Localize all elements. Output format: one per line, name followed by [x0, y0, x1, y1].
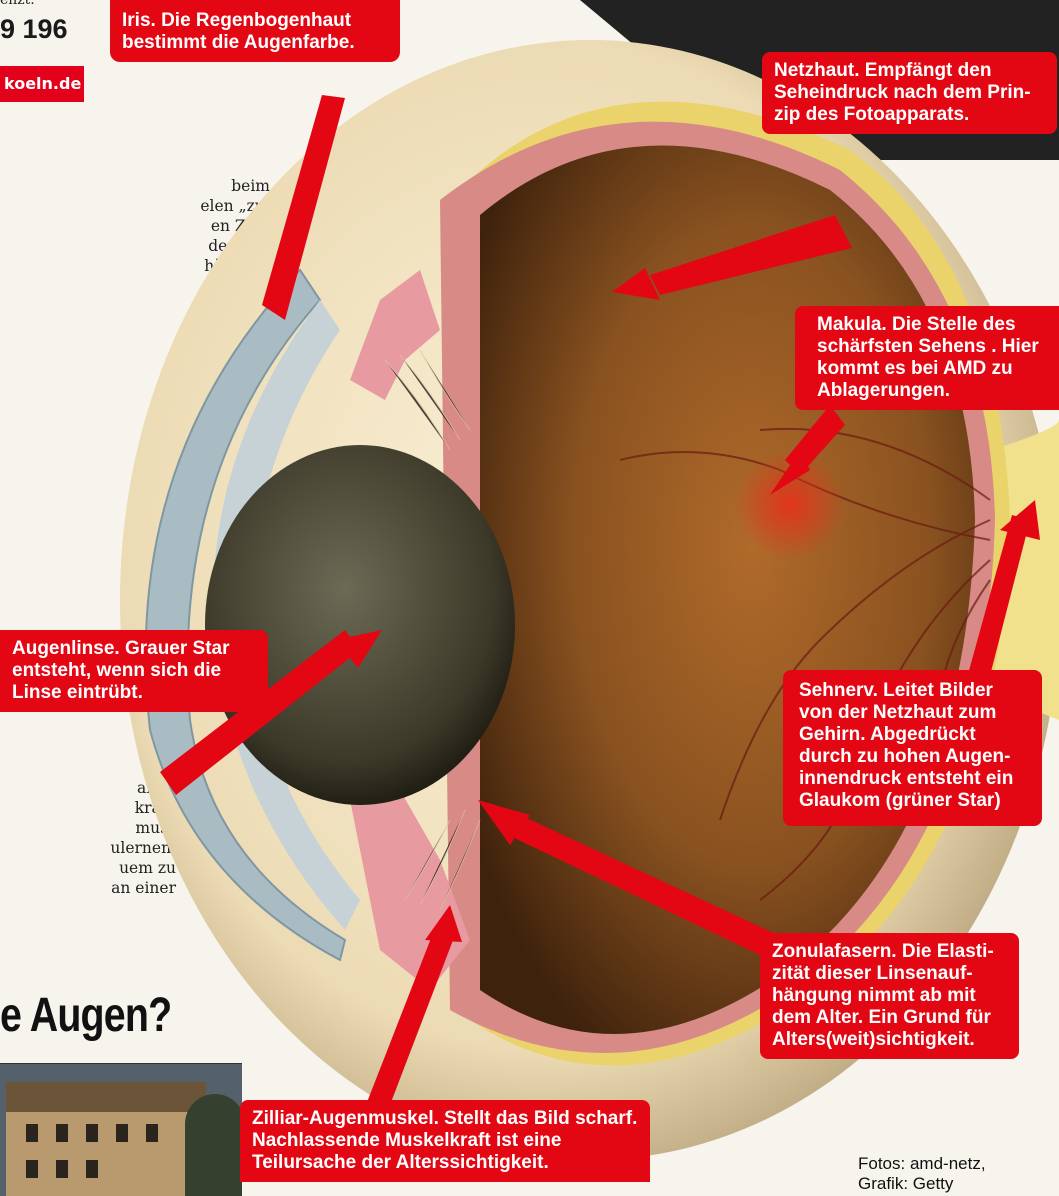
label-iris: Iris. Die Regenbogenhaut bestimmt die Au… [110, 0, 400, 62]
label-makula: Makula. Die Stelle des schärfsten Sehens… [795, 306, 1059, 410]
label-netzhaut: Netzhaut. Empfängt den Seheindruck nach … [762, 52, 1057, 134]
label-zilliar: Zilliar-Augenmuskel. Stellt das Bild sch… [240, 1100, 650, 1182]
label-zonulafasern: Zonulafasern. Die Elasti-zität dieser Li… [760, 933, 1019, 1059]
label-sehnerv: Sehnerv. Leitet Bilder von der Netzhaut … [783, 670, 1042, 826]
lens-shape [205, 445, 515, 805]
photo-credit: Fotos: amd-netz, Grafik: Getty [858, 1154, 986, 1194]
label-augenlinse: Augenlinse. Grauer Star entsteht, wenn s… [0, 630, 268, 712]
